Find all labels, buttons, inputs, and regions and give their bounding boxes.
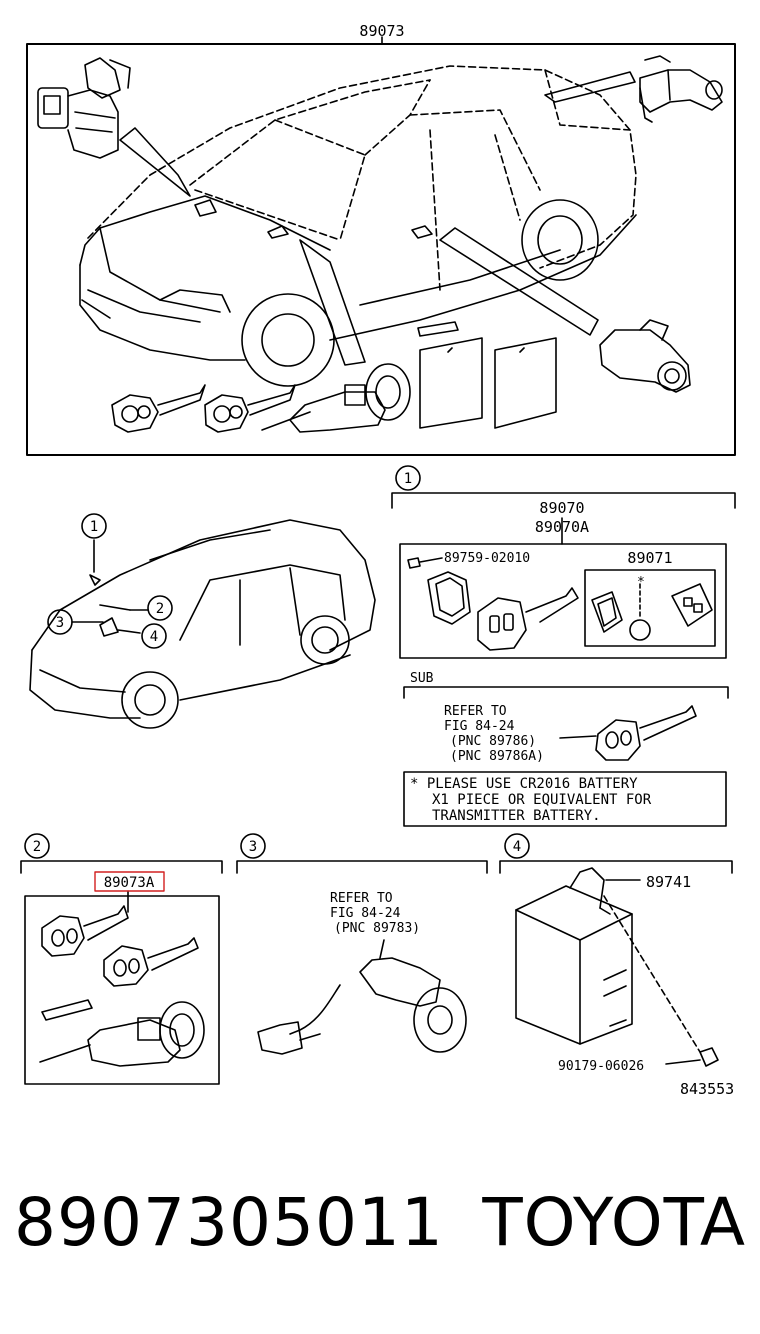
sub-refer-3: (PNC 89786) — [450, 734, 536, 749]
key-2 — [204, 384, 296, 433]
sub-label: SUB — [410, 671, 434, 686]
diagram-id: 843553 — [680, 1080, 734, 1098]
section-3 — [236, 833, 488, 1055]
car-lower-body — [79, 195, 637, 387]
battery-asterisk: * — [637, 575, 645, 590]
sub-refer-1: REFER TO — [444, 704, 507, 719]
door-lock-cylinder — [639, 55, 723, 123]
hood-lock-assembly — [37, 57, 131, 159]
leader-arrows — [119, 71, 636, 366]
top-part-number: 89073 — [359, 22, 404, 40]
section3-refer-3: (PNC 89783) — [334, 921, 420, 936]
key-tag-1 — [419, 337, 483, 429]
transmitter-part-label: 89071 — [627, 549, 672, 567]
car-illustration-large — [87, 65, 637, 291]
section1-header-1: 89070 — [539, 499, 584, 517]
note-line-2: X1 PIECE OR EQUIVALENT FOR — [432, 792, 652, 808]
note-line-3: TRANSMITTER BATTERY. — [432, 808, 601, 824]
section1-header-2: 89070A — [535, 518, 589, 536]
key-1 — [111, 384, 206, 433]
sub-refer-2: FIG 84-24 — [444, 719, 515, 734]
top-panel: 89073 — [26, 22, 736, 456]
footer-brand: TOYOTA — [482, 1184, 746, 1261]
sub-refer-4: (PNC 89786A) — [450, 749, 544, 764]
section4-index: 4 — [513, 839, 521, 855]
locator-4: 4 — [150, 629, 158, 645]
section4-part-a: 89741 — [646, 873, 691, 891]
note-line-1: * PLEASE USE CR2016 BATTERY — [410, 776, 638, 792]
footer-part-number: 8907305011 — [14, 1184, 444, 1261]
section2-part-number: 89073A — [104, 875, 155, 891]
section-1 — [391, 465, 736, 827]
highlight-box — [94, 871, 165, 892]
locator-1: 1 — [90, 519, 98, 535]
section1-index: 1 — [404, 471, 412, 487]
section-2 — [20, 833, 223, 1085]
section4-part-b: 90179-06026 — [558, 1059, 644, 1074]
section-4 — [499, 833, 733, 1067]
screw-part-label: 89759-02010 — [444, 551, 530, 566]
locator-3: 3 — [56, 615, 64, 631]
locator-2: 2 — [156, 601, 164, 617]
section3-refer-2: FIG 84-24 — [330, 906, 401, 921]
key-blank-strip — [417, 321, 459, 337]
section3-index: 3 — [249, 839, 257, 855]
door-cylinder-right — [599, 319, 691, 393]
locator-car — [29, 513, 376, 729]
parts-diagram: 89073 — [20, 22, 736, 1098]
key-tag-2 — [494, 337, 557, 429]
section3-refer-1: REFER TO — [330, 891, 393, 906]
ignition-cylinder — [261, 363, 411, 433]
section2-index: 2 — [33, 839, 41, 855]
